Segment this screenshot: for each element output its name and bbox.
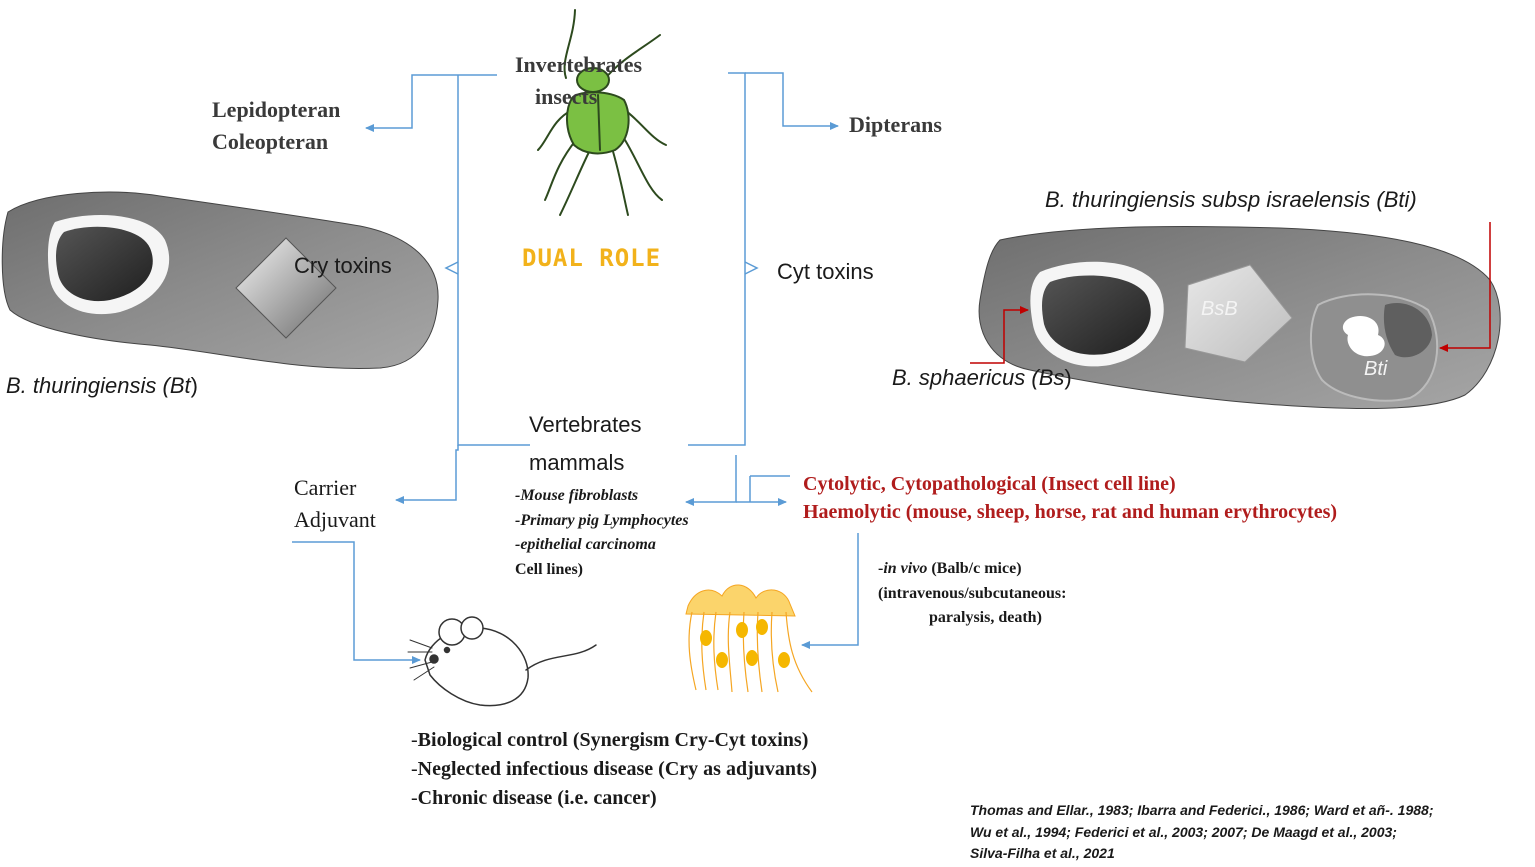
cell-sheet-icon [685, 584, 813, 693]
application-item: -Biological control (Synergism Cry-Cyt t… [411, 729, 808, 752]
effects-haemolytic: Haemolytic (mouse, sheep, horse, rat and… [803, 501, 1338, 523]
arrow-to-cell-sheet [801, 533, 859, 649]
application-text: Chronic disease (i.e. cancer) [417, 787, 657, 809]
cry-toxins-label: Cry toxins [294, 253, 392, 278]
in-vivo-italic: in vivo [883, 560, 928, 577]
arrow-to-mouse [292, 541, 421, 664]
in-vivo-rest: (Balb/c mice) [927, 560, 1022, 577]
bti-title: B. thuringiensis subsp israelensis (Bti) [1045, 187, 1417, 213]
dipterans-label: Dipterans [849, 112, 942, 137]
effects-cytolytic: Cytolytic, Cytopathological (Insect cell… [803, 473, 1176, 495]
left-bracket [457, 75, 530, 446]
invertebrates-title: Invertebrates [515, 52, 643, 77]
bs-nucleus [1042, 275, 1151, 355]
cell-line-item: -epithelial carcinoma [515, 536, 656, 553]
bti-label: Bti [1364, 358, 1388, 380]
right-bracket [688, 72, 746, 446]
reference-line: Wu et al., 1994; Federici et al., 2003; … [970, 824, 1397, 840]
bt-nucleus [56, 226, 153, 302]
application-item: -Neglected infectious disease (Cry as ad… [411, 758, 817, 781]
bti-title-prefix: B. thuringiensis subsp israelensis ( [1045, 187, 1384, 212]
arrow-to-cell-lines [685, 455, 737, 506]
arrow-to-dipterans [745, 72, 839, 130]
reference-line: Thomas and Ellar., 1983; Ibarra and Fede… [970, 802, 1434, 818]
bt-species-prefix: B. thuringiensis ( [6, 373, 170, 398]
bti-title-abbr: Bti [1383, 187, 1410, 212]
application-text: Neglected infectious disease (Cry as adj… [417, 758, 818, 780]
bt-species-abbr: Bt [169, 373, 191, 398]
cell-line-item: -Primary pig Lymphocytes [515, 512, 689, 529]
invertebrates-subtitle: insects [535, 84, 598, 109]
application-dash: - [411, 787, 418, 809]
pointer-bti [1439, 222, 1491, 352]
bsb-label: BsB [1201, 298, 1238, 320]
dual-role-label: DUAL ROLE [522, 244, 662, 272]
bsb-crystal [1184, 264, 1293, 363]
application-dash: - [411, 729, 418, 751]
cyt-toxins-label: Cyt toxins [777, 259, 874, 284]
mouse-icon [407, 616, 597, 707]
bt-species-suffix: ) [190, 373, 198, 398]
in-vivo-route: (intravenous/subcutaneous: [878, 585, 1067, 602]
bs-species-label: B. sphaericus (Bs) [892, 365, 1072, 391]
in-vivo-prefix: - [878, 560, 884, 577]
cell-lines-tail: Cell lines) [515, 561, 583, 578]
application-text: Biological control (Synergism Cry-Cyt to… [417, 729, 809, 751]
adjuvant-label: Adjuvant [294, 507, 376, 532]
application-item: -Chronic disease (i.e. cancer) [411, 787, 657, 810]
bs-species-prefix: B. sphaericus ( [892, 365, 1039, 390]
vertebrates-title: Vertebrates [529, 412, 642, 437]
pointer-bs [970, 306, 1029, 364]
lepidopteran-label: Lepidopteran [212, 97, 341, 122]
bs-species-abbr: Bs [1038, 365, 1065, 390]
reference-line: Silva-Filha et al., 2021 [970, 845, 1115, 861]
bt-cell [1, 191, 439, 369]
in-vivo-outcome: paralysis, death) [929, 609, 1042, 626]
cry-crystal [235, 237, 337, 339]
vertebrates-subtitle: mammals [529, 450, 625, 475]
application-dash: - [411, 758, 418, 780]
arrow-to-carrier [395, 445, 459, 504]
bti-cell [978, 225, 1501, 410]
bs-species-suffix: ) [1064, 365, 1072, 390]
bt-species-label: B. thuringiensis (Bt) [6, 373, 198, 399]
in-vivo-line: -in vivo (Balb/c mice) [878, 560, 1022, 578]
coleopteran-label: Coleopteran [212, 129, 329, 154]
carrier-label: Carrier [294, 475, 357, 500]
connectors [292, 72, 859, 664]
red-pointers [970, 222, 1491, 364]
bti-title-suffix: ) [1409, 187, 1417, 212]
cell-line-item: -Mouse fibroblasts [515, 487, 639, 504]
beetle-icon [537, 9, 667, 216]
arrow-to-lepidopteran [365, 74, 458, 132]
